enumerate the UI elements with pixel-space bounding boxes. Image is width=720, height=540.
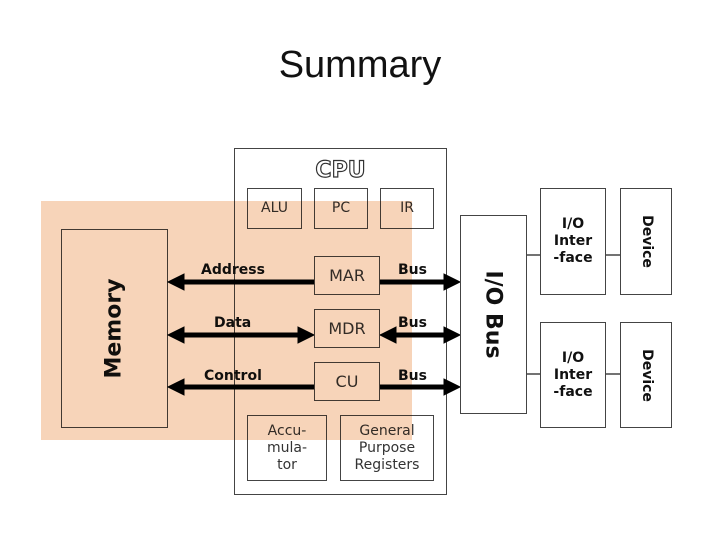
highlight-overlay [41,201,412,440]
device-label-2: Device [638,348,655,402]
io-bus-label: I/O Bus [481,270,507,359]
io-bus-box: I/O Bus [460,215,527,414]
device-label-1: Device [638,215,655,268]
slide-title: Summary [278,44,442,86]
cpu-label: CPU [315,157,366,183]
io-interface-box-1: I/O Inter -face [540,188,606,295]
device-box-2: Device [620,322,672,428]
io-interface-box-2: I/O Inter -face [540,322,606,428]
device-box-1: Device [620,188,672,295]
